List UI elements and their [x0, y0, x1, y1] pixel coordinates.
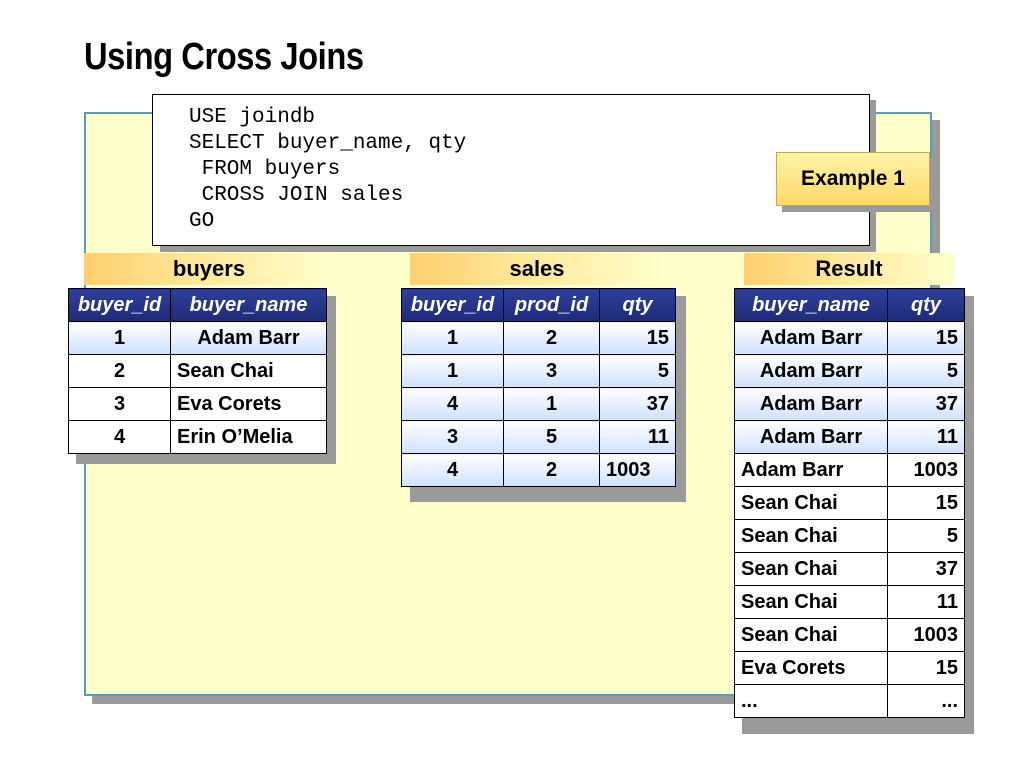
- table-row: 3 5 11: [401, 420, 676, 454]
- table-row: Sean Chai 1003: [734, 618, 965, 652]
- table-cell: 5: [503, 420, 600, 454]
- example-badge: Example 1: [776, 152, 930, 206]
- table-cell: 2: [503, 321, 600, 355]
- buyers-table-title: buyers: [84, 253, 334, 285]
- table-cell: 3: [401, 420, 504, 454]
- column-header: buyer_name: [170, 288, 327, 322]
- table-cell: 2: [68, 354, 171, 388]
- table-cell: Adam Barr: [734, 321, 888, 355]
- table-cell: 37: [887, 387, 965, 421]
- table-cell: 1003: [599, 453, 676, 487]
- table-cell: Adam Barr: [734, 420, 888, 454]
- table-row: Adam Barr 15: [734, 321, 965, 355]
- code-line: SELECT buyer_name, qty: [189, 132, 467, 155]
- table-cell: 37: [887, 552, 965, 586]
- result-table-title: Result: [744, 253, 954, 285]
- slide-title: Using Cross Joins: [84, 36, 364, 78]
- code-line: USE joindb: [189, 106, 316, 129]
- table-row: Sean Chai 11: [734, 585, 965, 619]
- table-cell: 11: [599, 420, 676, 454]
- table-cell: Adam Barr: [734, 453, 888, 487]
- code-line: GO: [189, 210, 215, 233]
- table-row: 1 Adam Barr: [68, 321, 327, 355]
- table-row: ... ...: [734, 684, 965, 718]
- table-cell: 11: [887, 420, 965, 454]
- table-row: Sean Chai 37: [734, 552, 965, 586]
- sales-table-title: sales: [410, 253, 664, 285]
- column-header: buyer_id: [401, 288, 504, 322]
- table-row: Adam Barr 11: [734, 420, 965, 454]
- table-row: 4 Erin O’Melia: [68, 420, 327, 454]
- table-row: 1 3 5: [401, 354, 676, 388]
- table-cell: 5: [887, 354, 965, 388]
- table-cell: Sean Chai: [734, 486, 888, 520]
- table-row: Sean Chai 15: [734, 486, 965, 520]
- table-cell: Eva Corets: [170, 387, 327, 421]
- table-cell: 15: [887, 321, 965, 355]
- table-cell: Erin O’Melia: [170, 420, 327, 454]
- column-header: qty: [887, 288, 965, 322]
- table-cell: Adam Barr: [170, 321, 327, 355]
- table-cell: Eva Corets: [734, 651, 888, 685]
- table-cell: 1: [401, 321, 504, 355]
- column-header: buyer_name: [734, 288, 888, 322]
- table-cell: 3: [68, 387, 171, 421]
- code-line: FROM buyers: [189, 158, 341, 181]
- table-cell: 4: [401, 453, 504, 487]
- table-cell: Sean Chai: [170, 354, 327, 388]
- table-cell: 4: [68, 420, 171, 454]
- table-cell: 11: [887, 585, 965, 619]
- table-row: Adam Barr 5: [734, 354, 965, 388]
- table-row: Eva Corets 15: [734, 651, 965, 685]
- table-cell: Adam Barr: [734, 387, 888, 421]
- table-cell: 37: [599, 387, 676, 421]
- table-cell: 1: [68, 321, 171, 355]
- table-cell: 5: [599, 354, 676, 388]
- column-header: buyer_id: [68, 288, 171, 322]
- code-line: CROSS JOIN sales: [189, 184, 404, 207]
- table-cell: 15: [887, 486, 965, 520]
- table-row: 4 2 1003: [401, 453, 676, 487]
- table-cell: 5: [887, 519, 965, 553]
- table-row: Adam Barr 37: [734, 387, 965, 421]
- table-cell: 15: [887, 651, 965, 685]
- sales-table: buyer_id prod_id qty 1 2 15 1 3 5 4 1 37…: [401, 288, 676, 487]
- table-cell: Sean Chai: [734, 585, 888, 619]
- table-cell: 1003: [887, 618, 965, 652]
- table-cell: 2: [503, 453, 600, 487]
- table-cell: Sean Chai: [734, 618, 888, 652]
- table-row: 4 1 37: [401, 387, 676, 421]
- table-cell: 1: [503, 387, 600, 421]
- column-header: qty: [599, 288, 676, 322]
- table-row: 3 Eva Corets: [68, 387, 327, 421]
- sql-code-box: USE joindb SELECT buyer_name, qty FROM b…: [152, 94, 870, 246]
- buyers-table: buyer_id buyer_name 1 Adam Barr 2 Sean C…: [68, 288, 327, 454]
- table-cell: Sean Chai: [734, 519, 888, 553]
- table-row: Sean Chai 5: [734, 519, 965, 553]
- table-cell: 3: [503, 354, 600, 388]
- table-row: 2 Sean Chai: [68, 354, 327, 388]
- column-header: prod_id: [503, 288, 600, 322]
- table-row: Adam Barr 1003: [734, 453, 965, 487]
- table-cell: 4: [401, 387, 504, 421]
- table-cell: Adam Barr: [734, 354, 888, 388]
- table-cell: ...: [887, 684, 965, 718]
- table-cell: Sean Chai: [734, 552, 888, 586]
- table-row: 1 2 15: [401, 321, 676, 355]
- result-table: buyer_name qty Adam Barr 15 Adam Barr 5 …: [734, 288, 965, 718]
- table-cell: 15: [599, 321, 676, 355]
- table-cell: 1: [401, 354, 504, 388]
- table-cell: 1003: [887, 453, 965, 487]
- table-cell: ...: [734, 684, 888, 718]
